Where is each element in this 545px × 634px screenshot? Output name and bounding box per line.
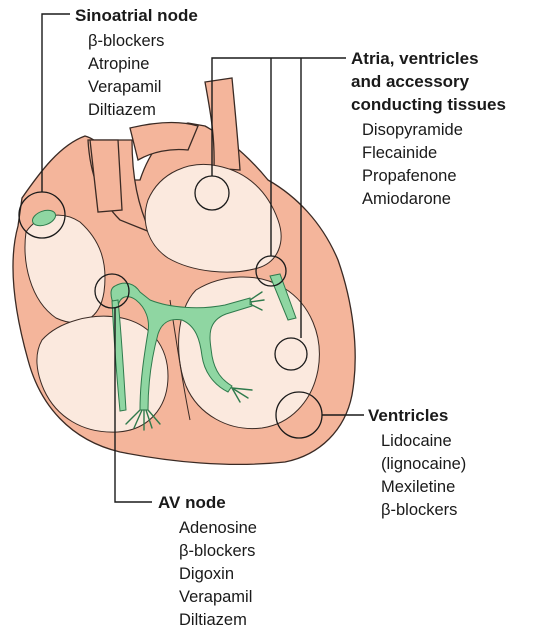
av-node-drug-4: Verapamil xyxy=(179,589,252,606)
ventricles-drug-4: β-blockers xyxy=(381,502,457,519)
sa-node-drug-4: Diltiazem xyxy=(88,102,156,119)
av-node-drug-2: β-blockers xyxy=(179,543,255,560)
atria-drug-4: Amiodarone xyxy=(362,191,451,208)
av-node-heading: AV node xyxy=(158,494,226,511)
atria-heading-line-3: conducting tissues xyxy=(351,96,506,113)
atria-drug-1: Disopyramide xyxy=(362,122,463,139)
av-node-drug-3: Digoxin xyxy=(179,566,234,583)
sa-node-drug-2: Atropine xyxy=(88,56,149,73)
atria-drug-2: Flecainide xyxy=(362,145,437,162)
sa-node-heading: Sinoatrial node xyxy=(75,7,198,24)
sa-node-drug-1: β-blockers xyxy=(88,33,164,50)
ventricles-drug-3: Mexiletine xyxy=(381,479,455,496)
sa-node-drug-3: Verapamil xyxy=(88,79,161,96)
av-node-drug-5: Diltiazem xyxy=(179,612,247,629)
ventricles-heading: Ventricles xyxy=(368,407,448,424)
ventricles-drug-2: (lignocaine) xyxy=(381,456,466,473)
atria-heading-line-1: Atria, ventricles xyxy=(351,50,479,67)
ventricles-drug-1: Lidocaine xyxy=(381,433,452,450)
atria-heading-line-2: and accessory xyxy=(351,73,469,90)
av-node-drug-1: Adenosine xyxy=(179,520,257,537)
atria-drug-3: Propafenone xyxy=(362,168,457,185)
